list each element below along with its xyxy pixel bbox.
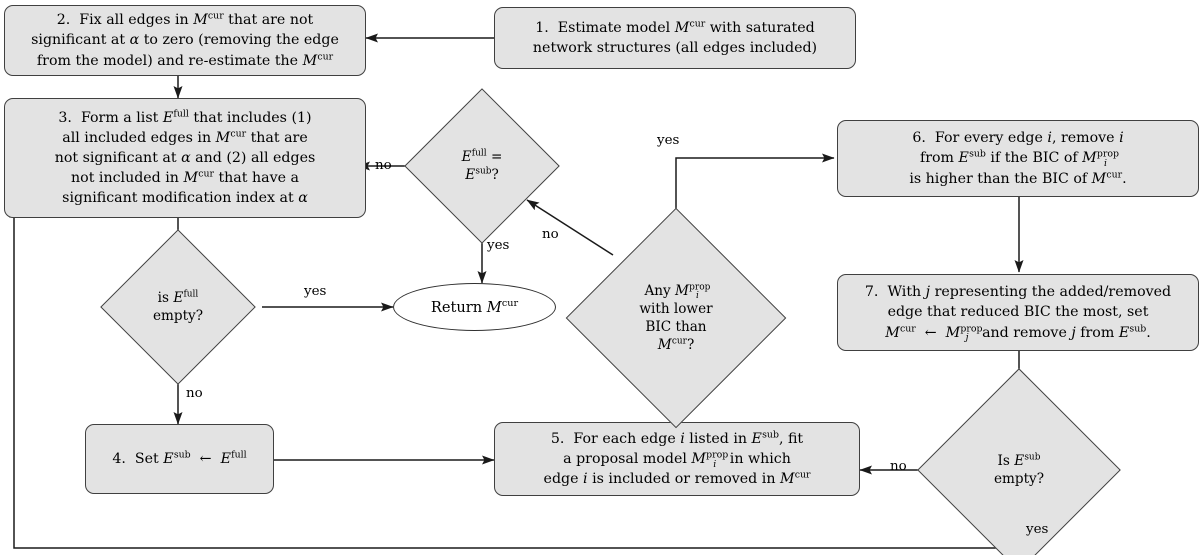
edge-label-efull-empty-no: no	[186, 386, 203, 401]
node-step2[interactable]: 2. Fix all edges in Mcur that are not si…	[4, 5, 366, 76]
decision-esub-empty-text: Is Esub empty?	[993, 452, 1045, 487]
node-step5[interactable]: 5. For each edge i listed in Esub, fit a…	[494, 422, 860, 496]
edge-label-any-lower-bic-yes: yes	[657, 133, 680, 148]
node-step4[interactable]: 4. Set Esub ← Efull	[85, 424, 274, 494]
node-step1-text: 1. Estimate model Mcur with saturated ne…	[532, 18, 818, 56]
node-decision-efull-empty[interactable]: is Efull empty?	[100, 229, 256, 385]
node-decision-efull-eq-esub[interactable]: Efull = Esub?	[404, 88, 560, 244]
node-terminal-return-text: Return Mcur	[430, 297, 519, 316]
node-step6[interactable]: 6. For every edge i, remove i from Esub …	[837, 120, 1199, 197]
node-step3[interactable]: 3. Form a list Efull that includes (1) a…	[4, 98, 366, 218]
edge-label-esub-empty-yes: yes	[1026, 522, 1049, 537]
node-step5-text: 5. For each edge i listed in Esub, fit a…	[543, 429, 811, 488]
edge-label-efull-empty-yes: yes	[304, 284, 327, 299]
edge-label-efull-eq-esub-yes: yes	[487, 238, 510, 253]
node-decision-esub-empty[interactable]: Is Esub empty?	[917, 368, 1121, 555]
node-step2-text: 2. Fix all edges in Mcur that are not si…	[31, 10, 339, 69]
node-decision-any-lower-bic[interactable]: Any Mpropi with lower BIC than Mcur?	[565, 207, 787, 429]
decision-efull-empty-text: is Efull empty?	[152, 289, 204, 324]
node-step3-text: 3. Form a list Efull that includes (1) a…	[54, 107, 316, 207]
edge-label-esub-empty-no: no	[890, 459, 907, 474]
edge-label-any-lower-bic-no: no	[542, 227, 559, 242]
node-step6-text: 6. For every edge i, remove i from Esub …	[909, 130, 1127, 187]
decision-any-lower-bic-text: Any Mpropi with lower BIC than Mcur?	[639, 282, 713, 354]
node-step1[interactable]: 1. Estimate model Mcur with saturated ne…	[494, 7, 856, 69]
node-terminal-return[interactable]: Return Mcur	[393, 283, 556, 331]
node-step7-text: 7. With j representing the added/removed…	[864, 284, 1172, 344]
node-step7[interactable]: 7. With j representing the added/removed…	[837, 274, 1199, 351]
edge-label-efull-eq-esub-no: no	[375, 158, 392, 173]
decision-efull-eq-esub-text: Efull = Esub?	[461, 148, 503, 183]
node-step4-text: 4. Set Esub ← Efull	[112, 449, 247, 467]
